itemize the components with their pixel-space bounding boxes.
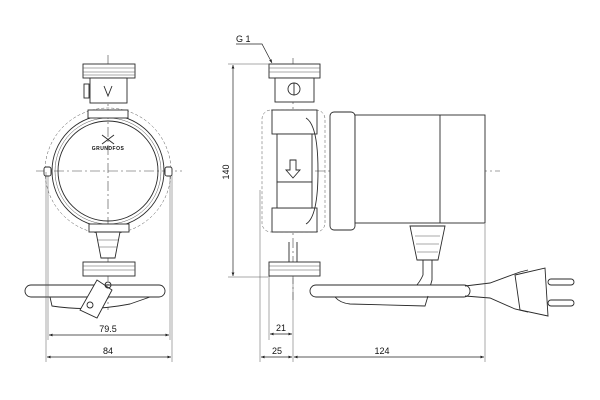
dim-width-outer: 84 <box>103 346 113 356</box>
dim-length: 124 <box>374 346 389 356</box>
top-nut <box>82 63 136 79</box>
plug-pin <box>547 278 575 286</box>
side-view: G 1 <box>221 34 575 362</box>
thread-label: G 1 <box>236 34 251 44</box>
bottom-nut <box>82 261 136 277</box>
top-port-nut <box>268 63 321 79</box>
bottom-port-nut <box>268 261 321 277</box>
flow-arrow-icon <box>285 159 301 179</box>
dim-height: 140 <box>221 164 231 179</box>
logo-text: GRUNDFOS <box>92 146 125 152</box>
dim-port-offset: 25 <box>272 346 282 356</box>
plug-pin <box>547 299 575 307</box>
cable-gland <box>409 225 446 261</box>
grundfos-logo-icon <box>101 134 115 145</box>
plug-front <box>79 279 113 319</box>
dim-port-offset-small: 21 <box>276 323 286 333</box>
front-view: GRUNDFOS 79.5 84 <box>24 55 182 362</box>
plug <box>514 267 549 317</box>
dim-width-inner: 79.5 <box>99 324 117 334</box>
